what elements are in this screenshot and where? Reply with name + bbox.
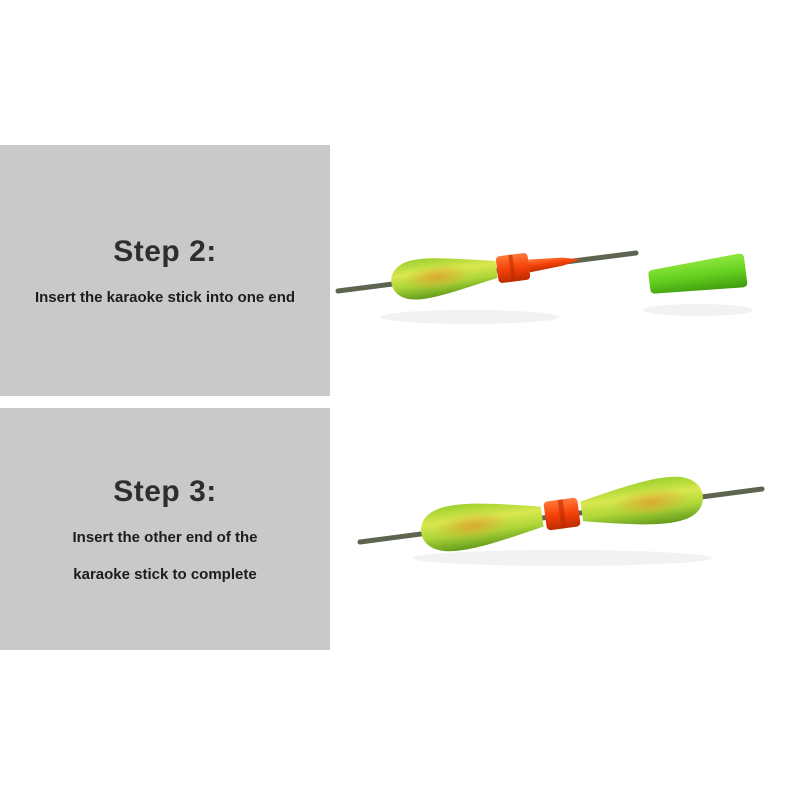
connector-groove (508, 254, 516, 282)
step-3-label-box: Step 3: Insert the other end of the kara… (0, 408, 330, 650)
step-2-panel: Step 2: Insert the karaoke stick into on… (0, 145, 800, 396)
float-cone-cap (648, 253, 748, 294)
float-body-glow (403, 264, 471, 290)
step-3-photo-illustration (357, 476, 765, 566)
float-body-right-glow (613, 488, 689, 517)
step-3-photo (330, 408, 800, 650)
completed-float-assembly (421, 476, 703, 552)
connector-pin (528, 257, 581, 273)
cone-shadow (643, 304, 753, 316)
cone-cap-group (648, 253, 748, 294)
assembly-shadow (412, 550, 712, 566)
step-2-photo-illustration (335, 250, 753, 324)
step-2-title: Step 2: (113, 235, 217, 268)
step-2-photo (330, 145, 800, 396)
connector-groove (557, 499, 567, 529)
connector-group (495, 253, 581, 283)
step-2-label-box: Step 2: Insert the karaoke stick into on… (0, 145, 330, 396)
step-3-description-line-2: karaoke stick to complete (73, 566, 257, 583)
step-3-description-line-1: Insert the other end of the (72, 529, 258, 546)
float-shadow (380, 310, 560, 324)
float-body-left-glow (435, 511, 511, 540)
step-2-description-line-1: Insert the karaoke stick into one end (34, 289, 296, 306)
step-3-title: Step 3: (113, 475, 217, 508)
step-3-panel: Step 3: Insert the other end of the kara… (0, 408, 800, 650)
float-body-group (391, 258, 498, 300)
